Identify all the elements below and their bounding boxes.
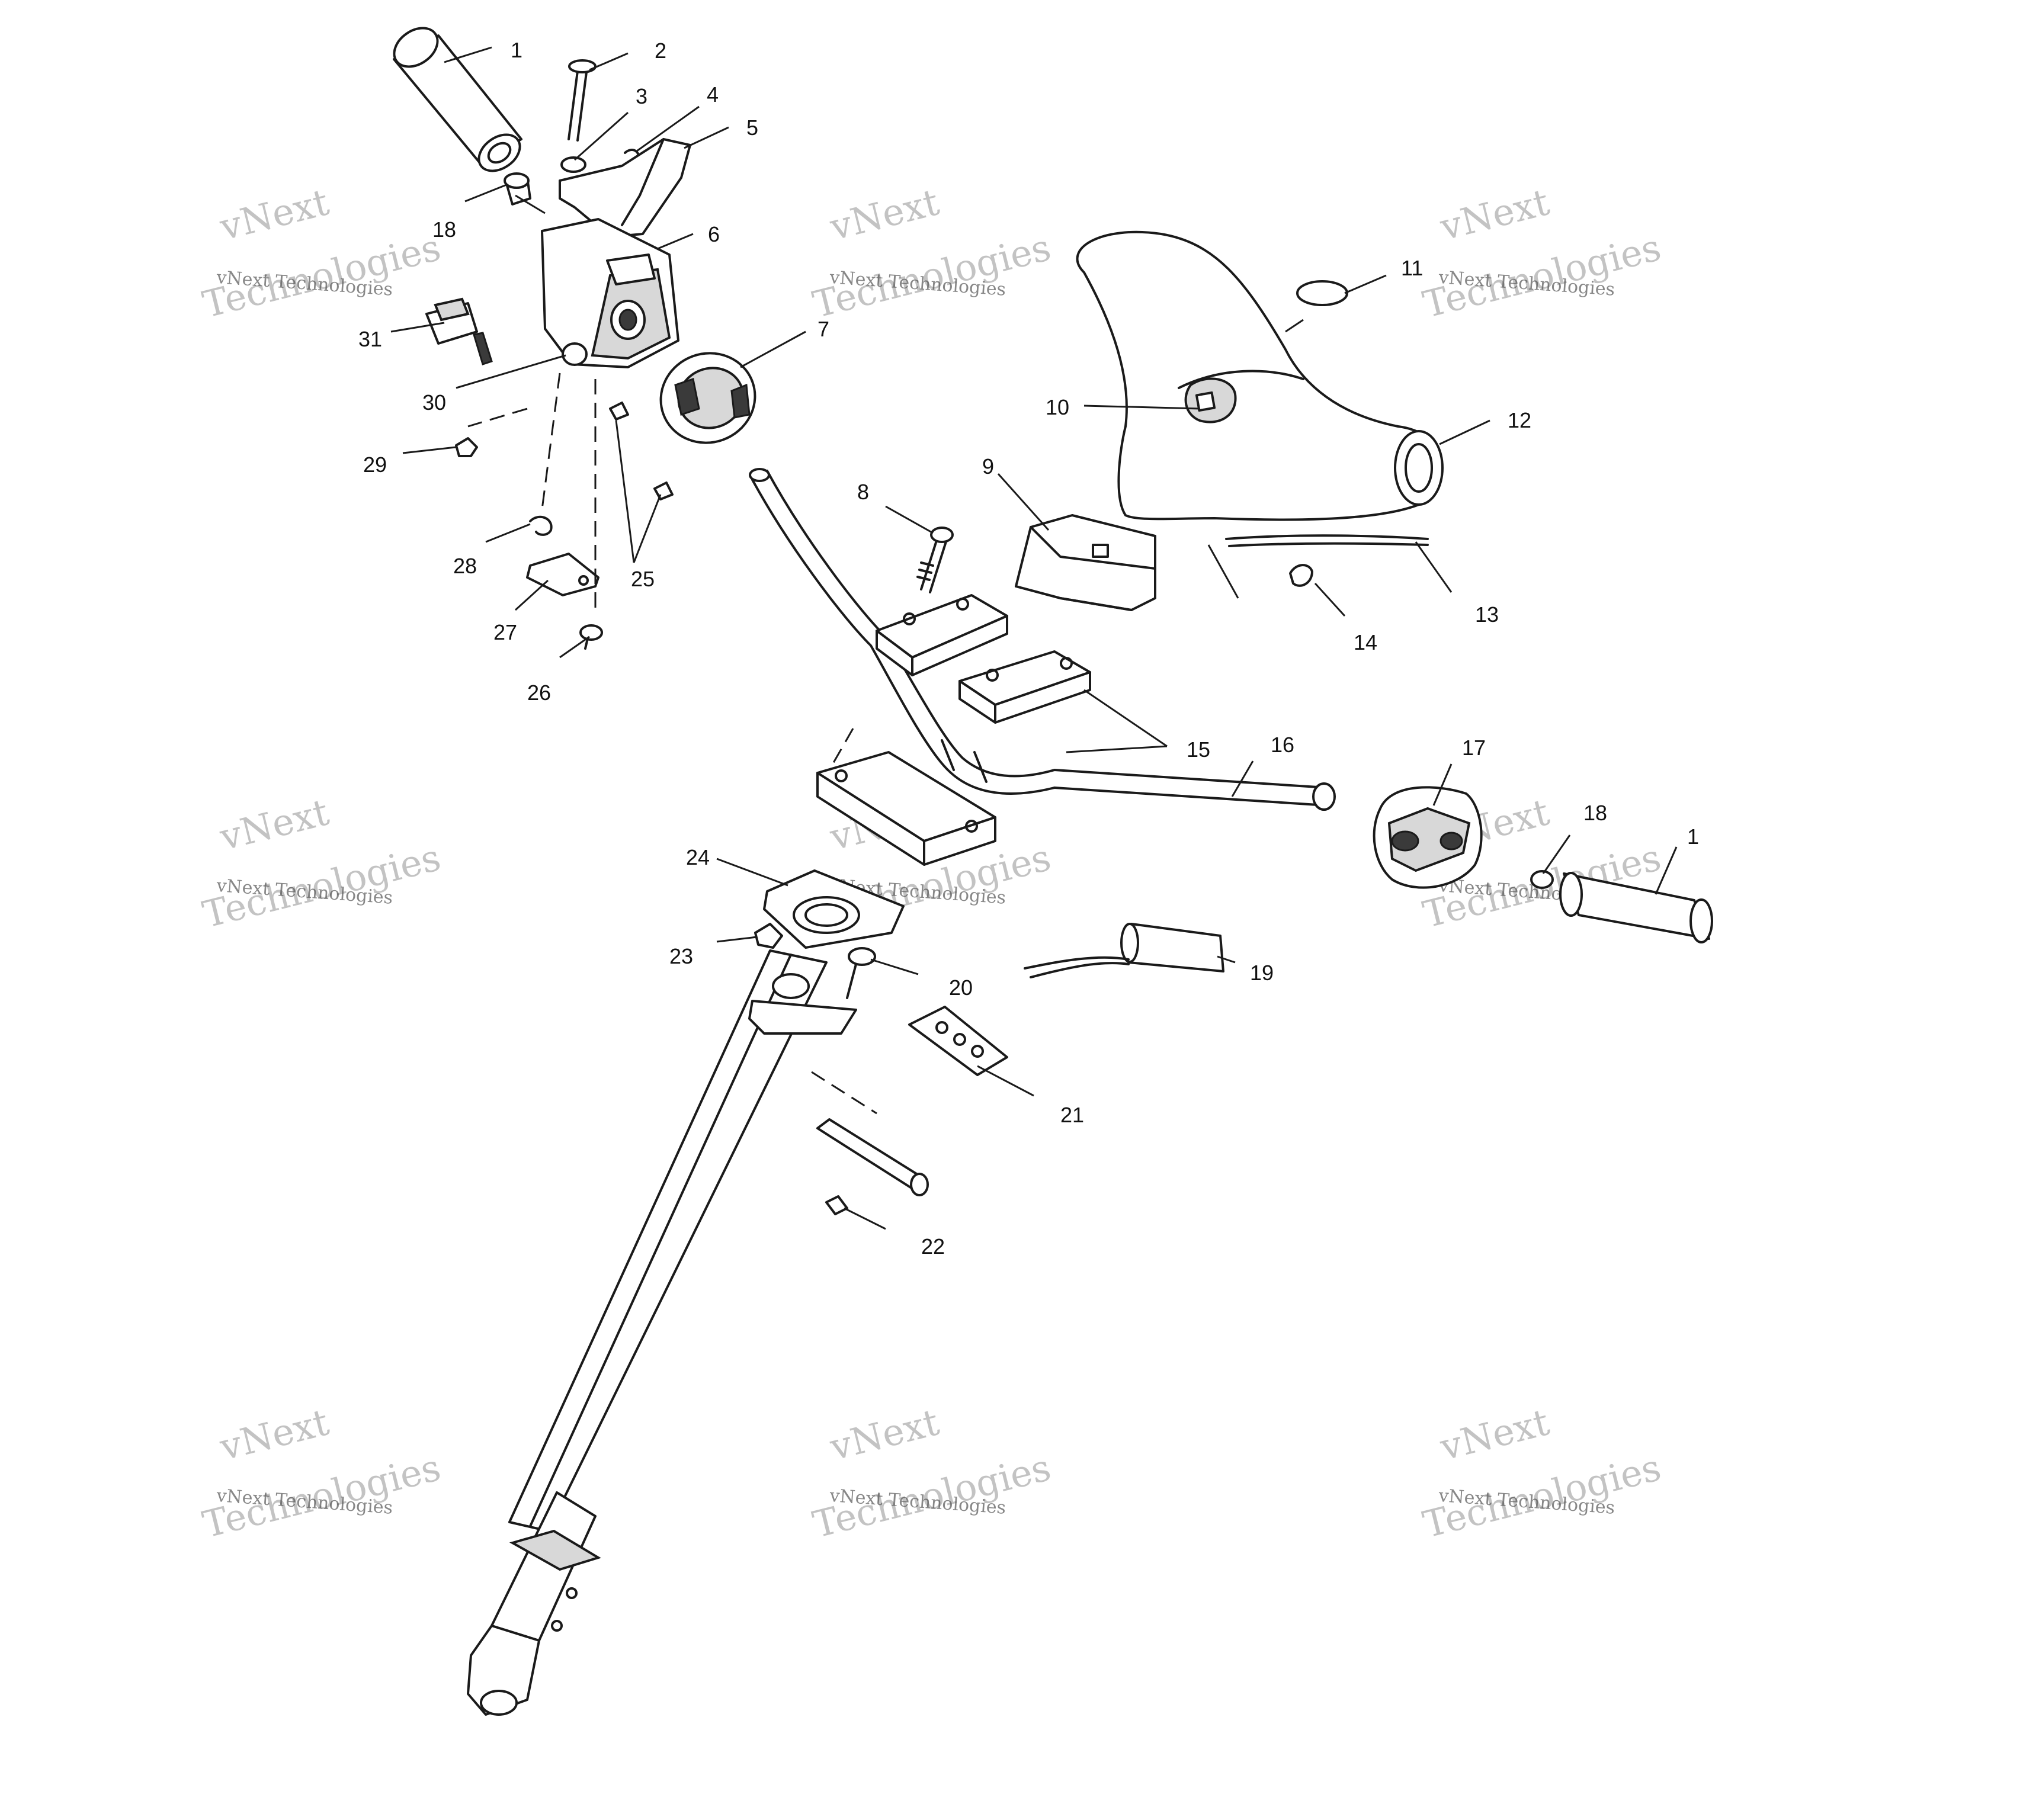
callout-18-left: 18 [432,217,456,242]
callout-31: 31 [358,327,382,351]
callouts: 1 2 3 4 5 6 7 8 9 10 11 12 13 14 15 16 1… [358,38,1699,1259]
watermark: vNext Technologies [198,180,445,326]
right-control-assembly [754,728,1713,1215]
watermark-line1: vNext [825,1400,943,1469]
callout-14: 14 [1354,630,1377,654]
cover-9 [1015,514,1156,611]
callout-20: 20 [949,975,973,1000]
handlebar-clamps [816,594,1168,866]
callout-17: 17 [1462,736,1486,760]
handlebar [749,468,1336,811]
callout-21: 21 [1060,1103,1084,1127]
callout-23: 23 [669,944,693,968]
callout-13: 13 [1475,602,1499,627]
callout-27: 27 [493,620,517,644]
watermark-line1: vNext [1435,180,1553,249]
callout-26: 26 [527,681,551,705]
callout-25: 25 [631,567,655,591]
watermark: vNext Technologies [809,180,1055,326]
callout-24: 24 [686,845,710,869]
callout-3: 3 [636,84,647,108]
callout-15: 15 [1187,737,1210,762]
callout-2: 2 [655,38,666,63]
callout-9: 9 [982,454,994,479]
watermark: vNext Technologies [1419,180,1665,326]
callout-18-right: 18 [1583,801,1607,825]
callout-29: 29 [363,452,387,477]
watermark-line1: vNext [825,180,943,249]
pad-strap [1225,534,1429,587]
callout-30: 30 [422,390,446,415]
callout-22: 22 [921,1234,945,1259]
watermark-line1: vNext [215,180,333,249]
leader-lines [390,46,1678,1230]
callout-28: 28 [453,554,477,578]
watermark: vNext Technologies [198,1400,445,1546]
callout-1: 1 [511,38,522,62]
bolt-8 [916,527,954,593]
callout-6: 6 [708,222,720,246]
callout-12: 12 [1508,408,1531,432]
callout-19: 19 [1250,961,1274,985]
watermark: vNext Technologies [809,1400,1055,1546]
left-control-assembly [393,27,756,650]
watermark-line1: vNext [215,1400,333,1469]
callout-10: 10 [1046,395,1069,419]
callout-5: 5 [746,115,758,140]
steering-post [467,869,905,1716]
callout-1-right: 1 [1687,824,1699,849]
callout-16: 16 [1271,733,1294,757]
watermark: vNext Technologies [198,790,445,936]
callout-8: 8 [857,480,869,504]
handlebar-pad [1076,230,1444,521]
callout-4: 4 [707,82,719,107]
callout-11: 11 [1401,256,1423,280]
watermark: vNext Technologies [1419,1400,1665,1546]
watermark-line1: vNext [215,790,333,859]
callout-7: 7 [817,317,829,341]
watermark-line1: vNext [1435,1400,1553,1469]
